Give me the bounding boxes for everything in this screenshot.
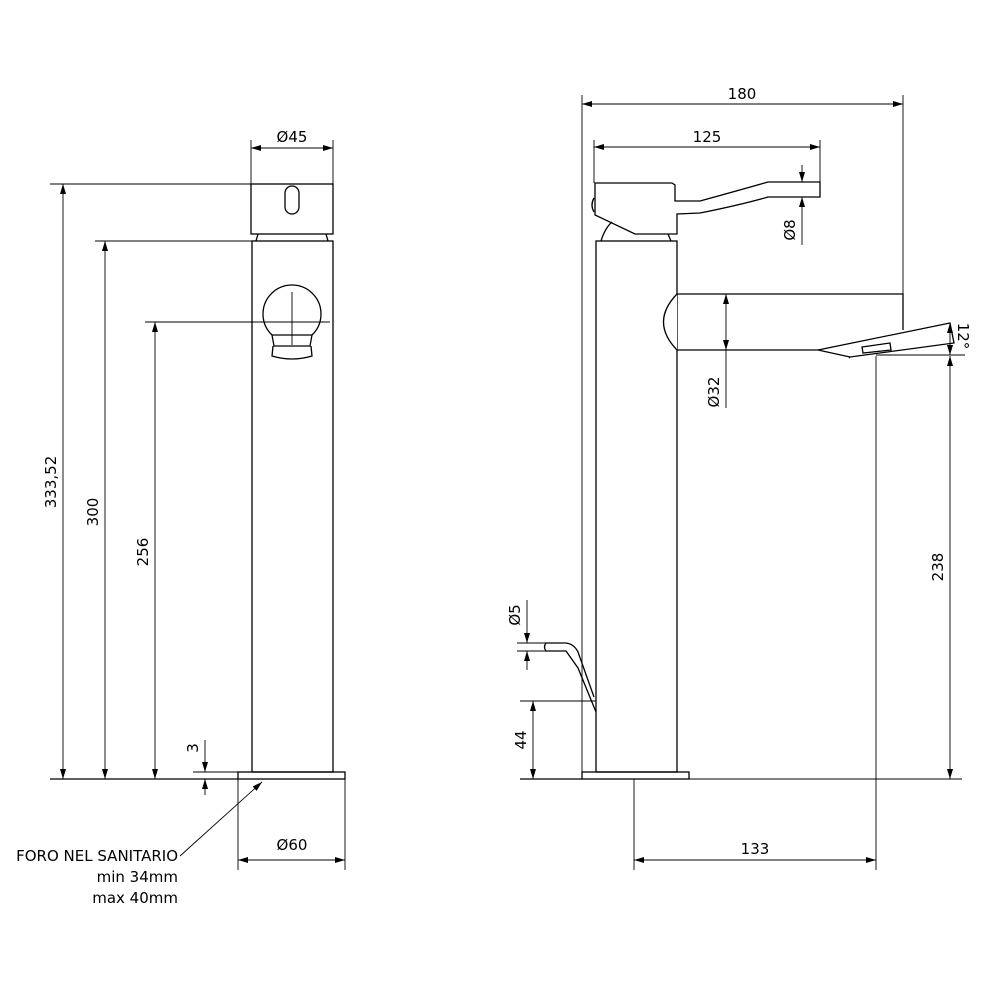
note-title: FORO NEL SANITARIO bbox=[16, 847, 178, 865]
dim-head-diameter: Ø45 bbox=[277, 128, 308, 146]
dim-popup-diameter: Ø5 bbox=[506, 604, 524, 625]
dim-spout-reach: 133 bbox=[741, 840, 770, 858]
neck bbox=[255, 233, 329, 242]
lever-knob bbox=[284, 185, 300, 215]
note-max: max 40mm bbox=[92, 889, 178, 907]
dim-body-height: 300 bbox=[84, 498, 102, 527]
popup-rod bbox=[545, 642, 597, 713]
base-plate bbox=[581, 771, 690, 780]
lever-handle bbox=[594, 181, 821, 235]
dim-spout-diameter: Ø32 bbox=[705, 377, 723, 408]
handle-head bbox=[250, 183, 334, 235]
spout-sphere bbox=[262, 284, 322, 336]
dim-spout-height: 256 bbox=[134, 538, 152, 567]
dim-popup-height: 44 bbox=[512, 730, 530, 749]
dim-aerator-angle: 12° bbox=[954, 323, 972, 350]
center-lines bbox=[264, 292, 330, 345]
aerator bbox=[817, 322, 955, 359]
dim-total-height: 333,52 bbox=[42, 456, 60, 509]
indicator bbox=[591, 197, 595, 213]
dim-lever-thickness: Ø8 bbox=[781, 219, 799, 240]
dim-base-thickness: 3 bbox=[184, 743, 202, 753]
side-view: 180 125 Ø8 Ø32 12° 238 133 Ø5 44 bbox=[506, 85, 972, 870]
neck bbox=[600, 221, 672, 242]
dim-base-diameter: Ø60 bbox=[277, 836, 308, 854]
dim-total-depth: 180 bbox=[728, 85, 757, 103]
spout bbox=[663, 293, 904, 351]
dim-spout-outlet-height: 238 bbox=[929, 553, 947, 582]
dim-lever-length: 125 bbox=[693, 128, 722, 146]
base-plate bbox=[237, 771, 346, 780]
aerator bbox=[271, 334, 313, 360]
note-min: min 34mm bbox=[97, 868, 178, 886]
front-view: Ø45 333,52 300 256 3 Ø60 FORO NEL SANITA… bbox=[16, 128, 346, 907]
